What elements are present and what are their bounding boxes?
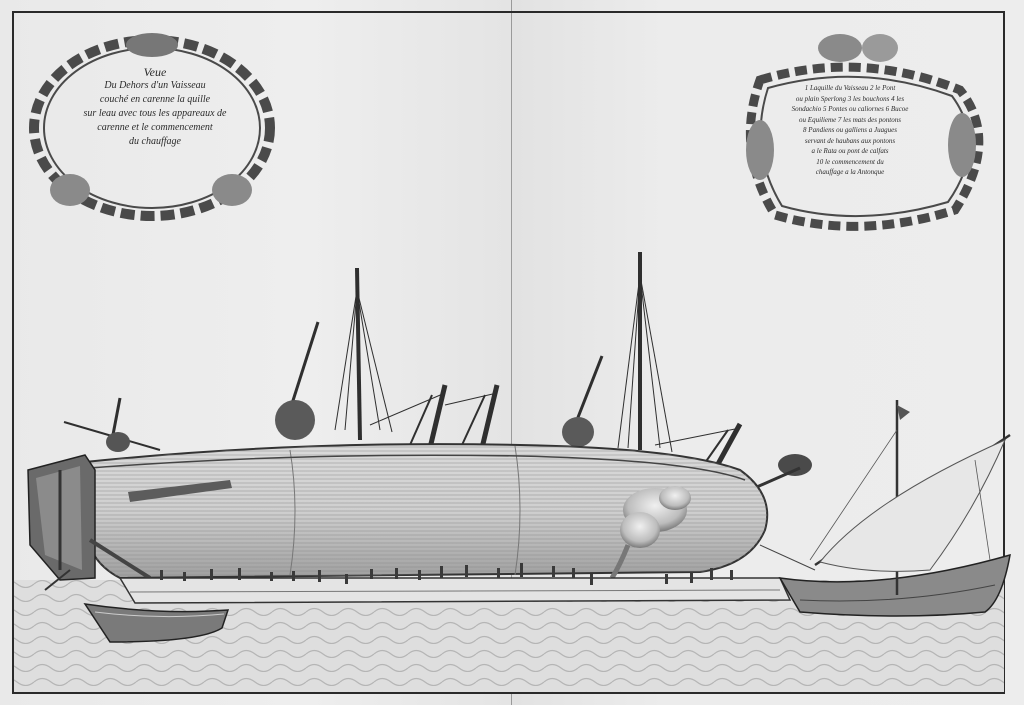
left-cartouche-text: Veue Du Dehors d'un Vaisseau couché en c… — [70, 66, 240, 151]
cartouche-line: couché en carenne la quille — [99, 94, 211, 105]
capstans — [106, 400, 812, 492]
rigging — [63, 252, 743, 477]
cartouche-line: Du Dehors d'un Vaisseau — [104, 80, 206, 91]
rowboat — [83, 603, 230, 643]
legend-line: ou plain Sperlong 3 les bouchons 4 les — [795, 94, 905, 103]
legend-line: servant de haubans aux pontons — [804, 136, 896, 145]
plate-border — [12, 11, 1005, 694]
left-cartouche-frame — [29, 33, 275, 221]
workers — [160, 563, 733, 585]
lateen-sailboat — [759, 400, 1011, 617]
legend-line: Sondachio 5 Pontes ou caliornes 6 Bucoe — [791, 105, 909, 113]
right-cartouche-frame — [745, 34, 984, 231]
chauffage-smoke — [609, 486, 691, 580]
cartouche-title: Veue — [143, 65, 167, 79]
page-gutter — [511, 0, 512, 705]
legend-line: 1 Laquille du Vaisseau 2 le Pont — [804, 84, 896, 92]
legend-line: 8 Pandiens ou galliens a Juagues — [803, 126, 897, 134]
legend-line: 10 le commencement du — [816, 157, 884, 166]
legend-line: ou Equilieme 7 les mats des pontons — [799, 115, 901, 124]
careened-hull — [84, 443, 769, 580]
legend-line: chauffage a la Antonque — [815, 168, 885, 176]
raft-platform — [118, 577, 792, 604]
cartouche-line: du chauffage — [129, 136, 181, 147]
right-cartouche-legend: 1 Laquille du Vaisseau 2 le Pont ou plai… — [775, 85, 925, 180]
legend-line: a le Rata ou pont de calfats — [811, 147, 889, 155]
stern-castle — [27, 454, 152, 591]
cartouche-line: sur leau avec tous les appareaux de — [83, 108, 227, 119]
cartouche-line: carenne et le commencement — [97, 122, 213, 133]
